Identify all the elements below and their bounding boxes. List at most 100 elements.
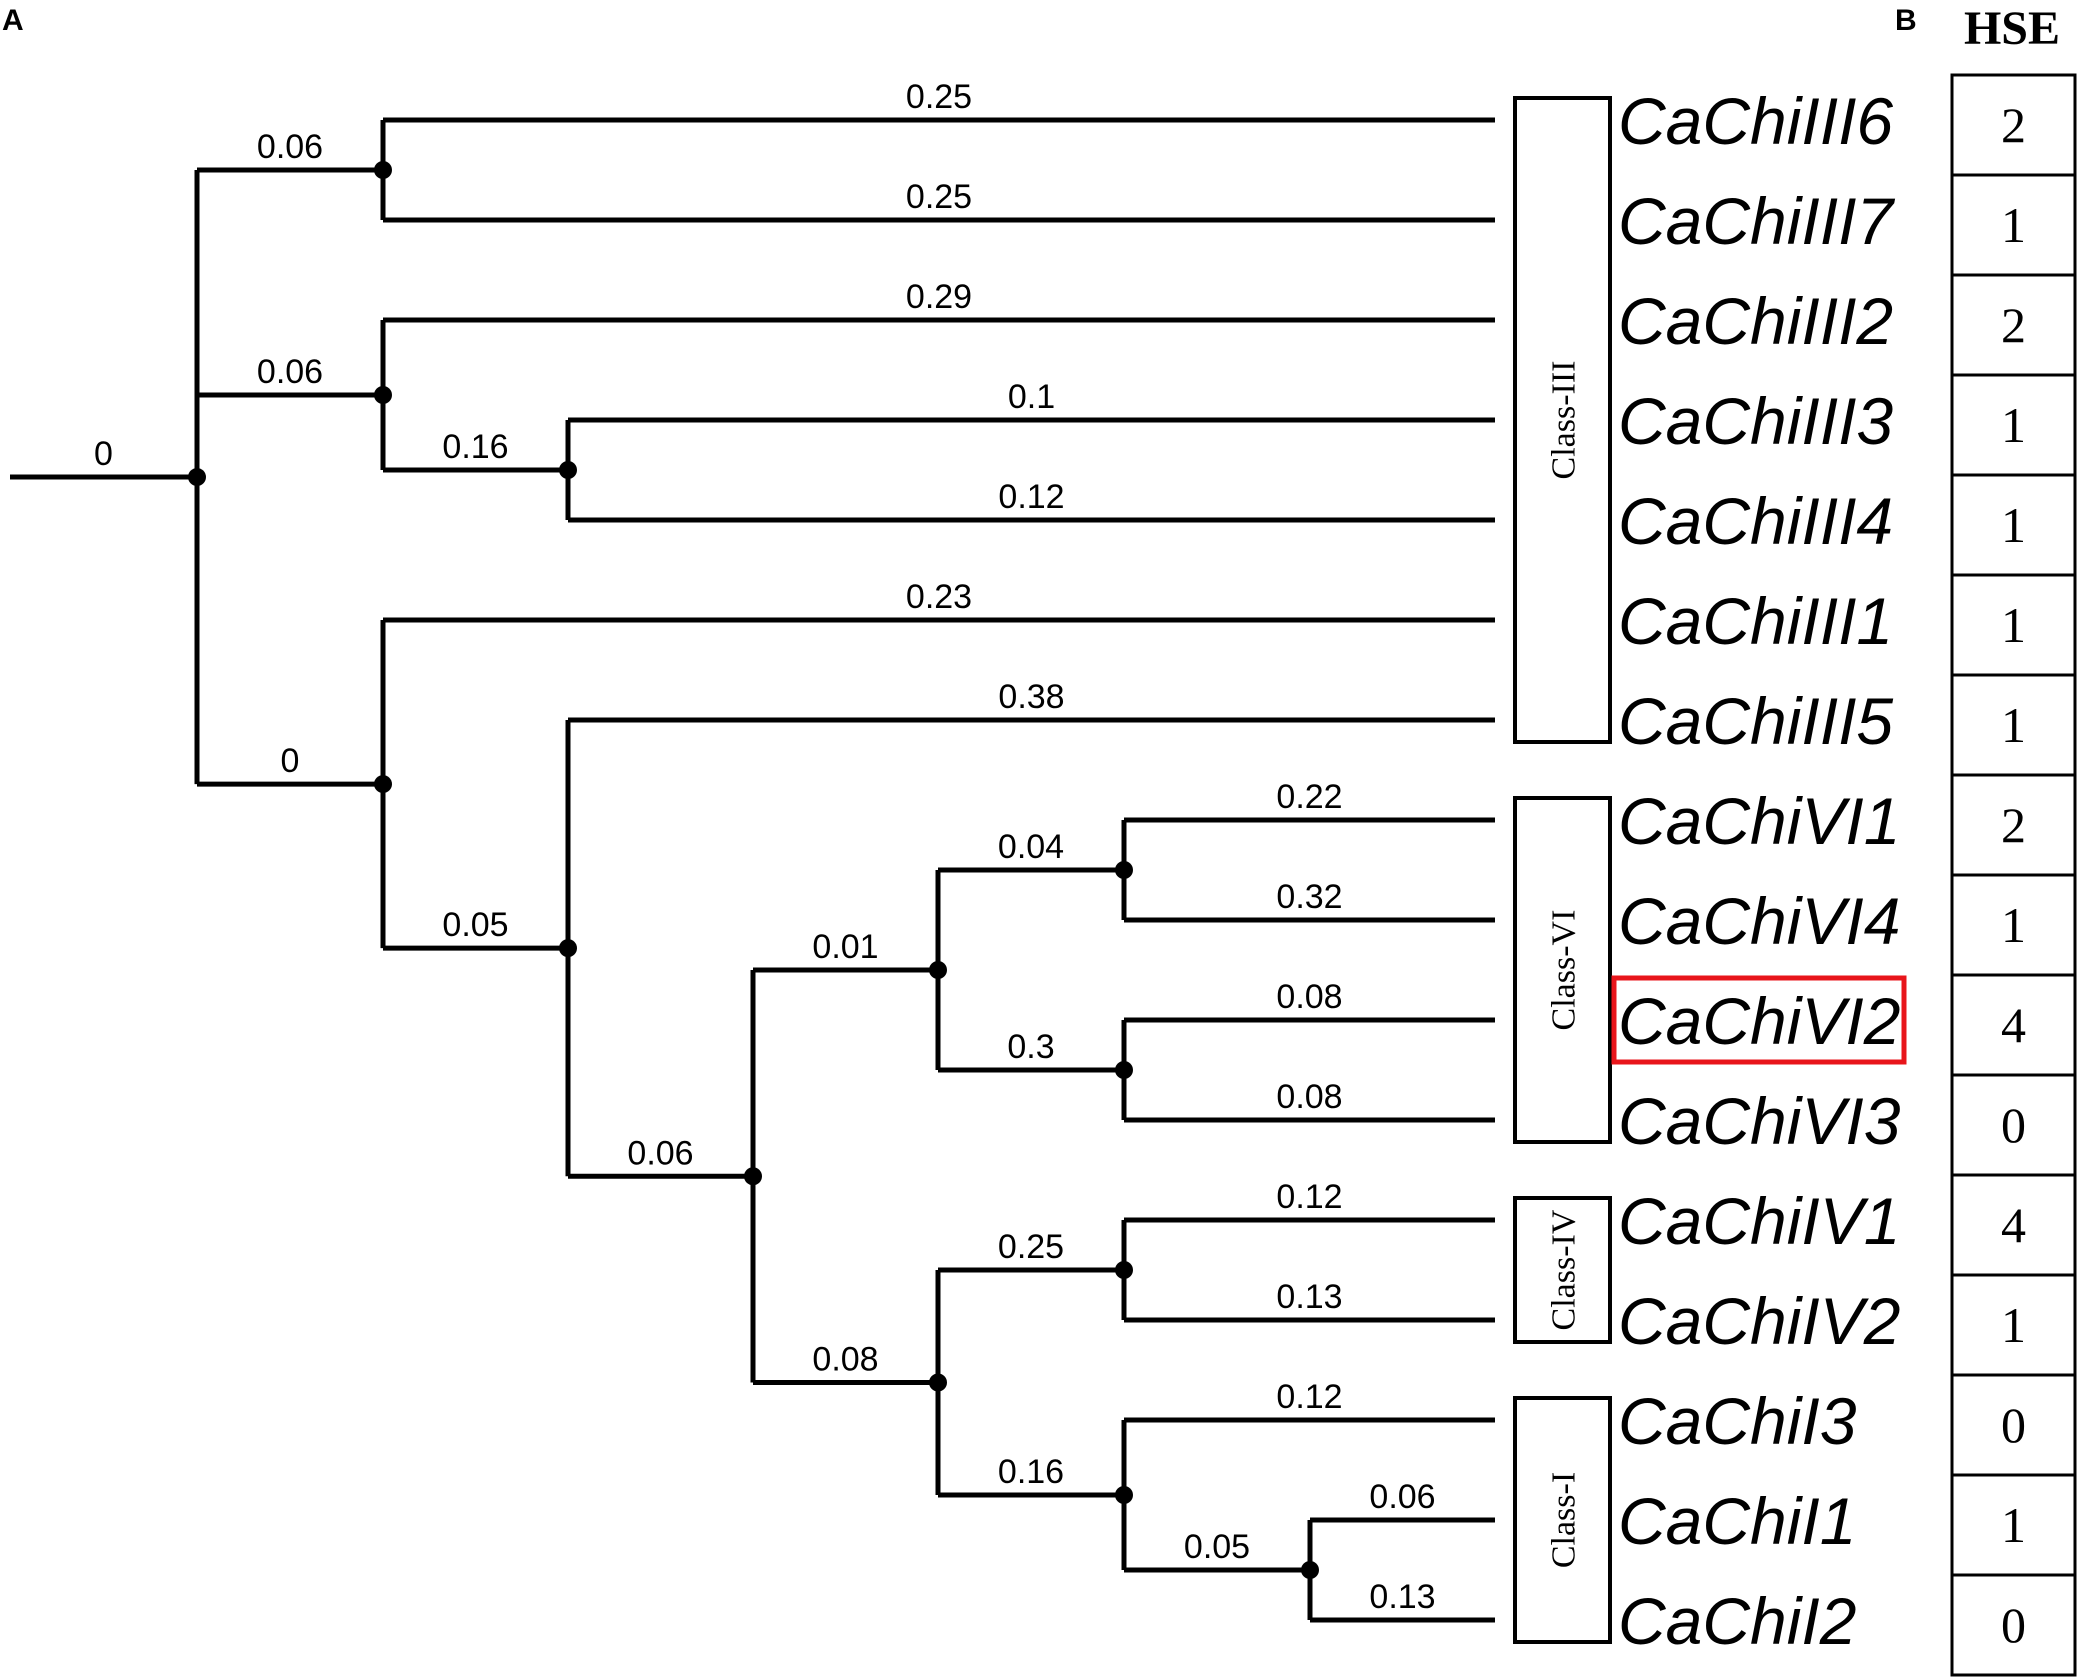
hse-count: 4 (2001, 997, 2026, 1053)
gene-label: CaChiIII1 (1618, 584, 1893, 658)
hse-count: 1 (2001, 1497, 2026, 1553)
branch-length-label: 0.3 (1007, 1028, 1054, 1066)
class-label: Class-IV (1546, 1209, 1583, 1330)
panel-label-b: B (1895, 4, 1917, 37)
branch-length-label: 0.12 (1276, 1178, 1342, 1216)
gene-label: CaChiIII5 (1618, 684, 1893, 758)
branch-length-label: 0.05 (1184, 1528, 1250, 1566)
branch-length-label: 0.16 (442, 428, 508, 466)
hse-count: 1 (2001, 697, 2026, 753)
node-dot (929, 1373, 947, 1392)
branch-length-label: 0.08 (812, 1341, 878, 1379)
branch-length-label: 0.08 (1276, 978, 1342, 1016)
node-dot (1115, 1261, 1133, 1279)
hse-count: 1 (2001, 1297, 2026, 1353)
branch-length-label: 0.05 (442, 906, 508, 944)
hse-cell (1950, 273, 2077, 377)
node-dot (1115, 1486, 1133, 1504)
node-dot (1115, 861, 1133, 879)
class-bracket-box (1513, 796, 1612, 1144)
branch-length-label: 0.1 (1008, 378, 1055, 416)
branch-length-label: 0.23 (906, 578, 972, 616)
hse-count: 2 (2001, 797, 2026, 853)
phylogenetic-tree: 0 0.06 0.25 0.25 0.06 0.29 0.16 0.1 0.12 0 0.23 0.0… (10, 78, 1495, 1623)
panel-label-a: A (2, 4, 24, 37)
branch-length-label: 0.04 (998, 828, 1064, 866)
hse-cell (1950, 73, 2077, 177)
hse-count: 0 (2001, 1397, 2026, 1453)
branch-length-label: 0.16 (998, 1453, 1064, 1491)
hse-cell (1950, 773, 2077, 877)
hse-count: 0 (2001, 1097, 2026, 1153)
gene-label: CaChiIV1 (1618, 1184, 1900, 1258)
branch-length-label: 0.13 (1276, 1278, 1342, 1316)
hse-cell (1950, 1273, 2077, 1377)
hse-count-table: 2 1 2 1 1 1 1 2 1 4 0 4 1 0 1 0 (1950, 73, 2077, 1677)
node-dot (744, 1167, 762, 1186)
gene-label: CaChiIV2 (1618, 1284, 1900, 1358)
branch-length-label: 0.01 (812, 928, 878, 966)
class-bracket-box (1513, 1196, 1612, 1344)
gene-label: CaChiIII7 (1618, 184, 1895, 258)
branch-length-label: 0.13 (1369, 1578, 1435, 1616)
hse-count: 1 (2001, 597, 2026, 653)
hse-cell (1950, 1473, 2077, 1577)
hse-count: 1 (2001, 497, 2026, 553)
node-dot (1115, 1061, 1133, 1079)
branch-length-label: 0.38 (998, 678, 1064, 716)
gene-label: CaChiI3 (1618, 1384, 1857, 1458)
branch-length-label: 0.12 (998, 478, 1064, 516)
hse-cell (1950, 673, 2077, 777)
node-dot (374, 161, 392, 179)
node-dot (374, 386, 392, 404)
branch-length-label: 0.25 (906, 178, 972, 216)
hse-count: 1 (2001, 397, 2026, 453)
node-dot (1301, 1561, 1319, 1579)
branch-length-label: 0.25 (998, 1228, 1064, 1266)
class-label: Class-I (1546, 1472, 1583, 1568)
branch-length-label: 0 (281, 742, 300, 780)
gene-label: CaChiVI1 (1618, 784, 1900, 858)
hse-cell (1950, 1573, 2077, 1677)
branch-length-label: 0.29 (906, 278, 972, 316)
hse-cell (1950, 573, 2077, 677)
class-brackets: Class-III Class-VI Class-IV Class-I (1513, 96, 1612, 1644)
node-dot (374, 775, 392, 794)
class-label: Class-III (1546, 361, 1583, 480)
hse-count: 0 (2001, 1597, 2026, 1653)
hse-cell (1950, 973, 2077, 1077)
class-bracket-box (1513, 96, 1612, 744)
hse-count: 1 (2001, 197, 2026, 253)
leaf-labels: CaChiIII6CaChiIII7CaChiIII2CaChiIII3CaCh… (1611, 84, 1907, 1658)
hse-cell (1950, 1073, 2077, 1177)
root-branch-label: 0 (94, 435, 113, 473)
hse-count: 4 (2001, 1197, 2026, 1253)
node-dot (559, 461, 577, 479)
hse-cell (1950, 873, 2077, 977)
gene-label: CaChiIII6 (1618, 84, 1893, 158)
branch-length-label: 0.06 (257, 128, 323, 166)
gene-label: CaChiI2 (1618, 1584, 1856, 1658)
branch-length-label: 0.32 (1276, 878, 1342, 916)
root-node-dot (188, 468, 206, 487)
class-bracket-box (1513, 1396, 1612, 1644)
gene-label: CaChiVI2 (1618, 984, 1900, 1058)
node-dot (559, 939, 577, 958)
gene-label: CaChiVI3 (1618, 1084, 1901, 1158)
hse-count: 2 (2001, 97, 2026, 153)
branch-length-label: 0.08 (1276, 1078, 1342, 1116)
hse-count: 1 (2001, 897, 2026, 953)
branch-length-label: 0.12 (1276, 1378, 1342, 1416)
gene-label: CaChiIII4 (1618, 484, 1893, 558)
branch-length-label: 0.25 (906, 78, 972, 116)
gene-label: CaChiVI4 (1618, 884, 1900, 958)
gene-label: CaChiI1 (1618, 1484, 1856, 1558)
highlight-box (1611, 975, 1907, 1065)
gene-label: CaChiIII3 (1618, 384, 1893, 458)
gene-label: CaChiIII2 (1618, 284, 1893, 358)
class-label: Class-VI (1546, 910, 1583, 1031)
branch-length-label: 0.06 (257, 353, 323, 391)
hse-count: 2 (2001, 297, 2026, 353)
node-dot (929, 961, 947, 979)
